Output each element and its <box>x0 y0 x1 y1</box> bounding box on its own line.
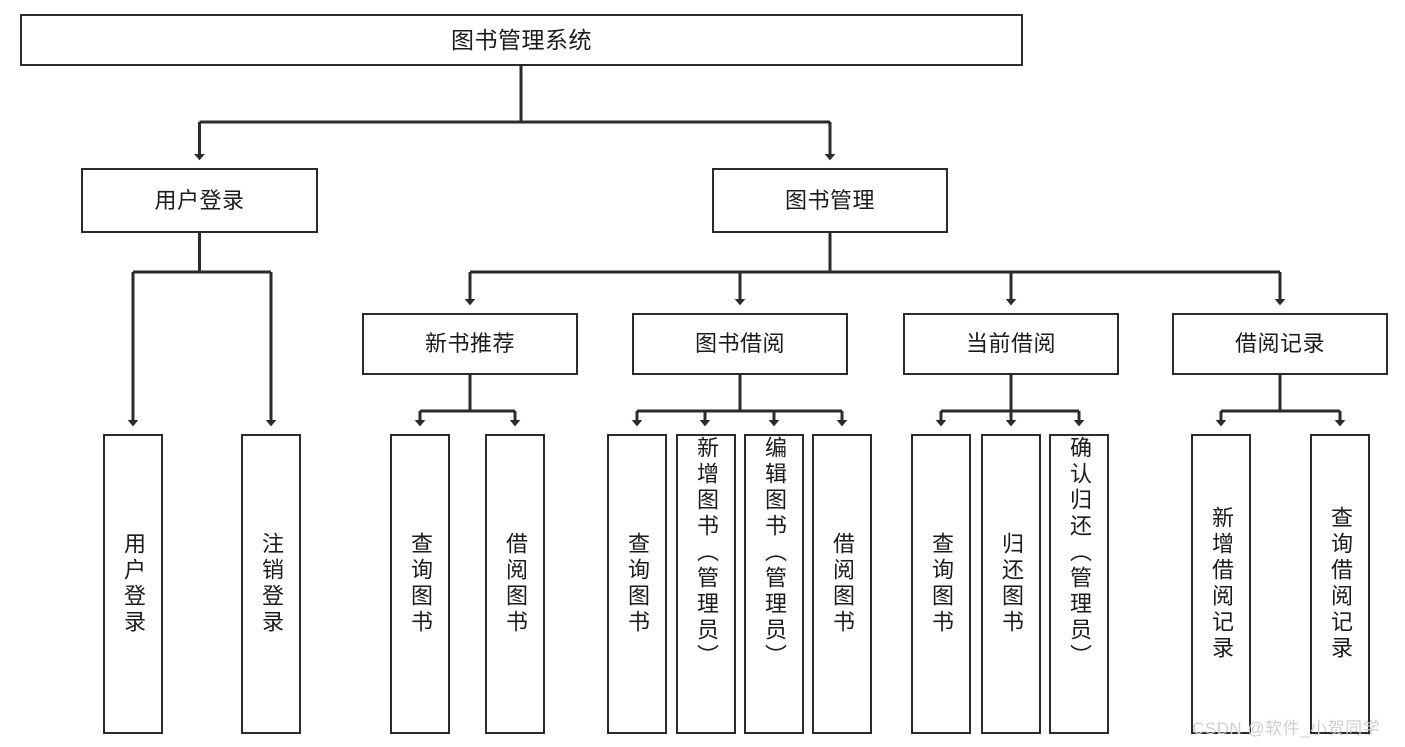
leaf-user-login-login[interactable]: 用户登录 <box>103 434 163 734</box>
leaf-current-borrow-query-book[interactable]: 查询图书 <box>911 434 971 734</box>
node-label: 新增图书（管理员） <box>694 436 719 670</box>
node-label: 借阅记录 <box>1234 331 1325 357</box>
node-label: 当前借阅 <box>965 331 1056 357</box>
node-current-borrow[interactable]: 当前借阅 <box>903 313 1119 375</box>
leaf-new-book-query-book[interactable]: 查询图书 <box>390 434 450 734</box>
node-label: 用户登录 <box>121 532 146 636</box>
node-user-login[interactable]: 用户登录 <box>81 168 318 233</box>
node-label: 查询图书 <box>929 532 954 636</box>
leaf-new-book-borrow-book[interactable]: 借阅图书 <box>485 434 545 734</box>
leaf-user-login-logout[interactable]: 注销登录 <box>241 434 301 734</box>
node-label: 查询图书 <box>625 532 650 636</box>
node-label: 图书管理系统 <box>451 26 592 53</box>
node-label: 确认归还（管理员） <box>1067 436 1092 670</box>
node-label: 归还图书 <box>999 532 1024 636</box>
node-label: 查询借阅记录 <box>1328 506 1353 662</box>
node-label: 图书管理 <box>784 187 875 213</box>
node-book-borrow[interactable]: 图书借阅 <box>632 313 848 375</box>
leaf-book-borrow-borrow-book[interactable]: 借阅图书 <box>812 434 872 734</box>
node-book-management[interactable]: 图书管理 <box>712 168 948 233</box>
leaf-book-borrow-query-book[interactable]: 查询图书 <box>607 434 667 734</box>
node-label: 编辑图书（管理员） <box>762 436 787 670</box>
node-label: 借阅图书 <box>830 532 855 636</box>
leaf-book-borrow-edit-book-admin[interactable]: 编辑图书（管理员） <box>744 434 804 734</box>
leaf-current-borrow-return-book[interactable]: 归还图书 <box>981 434 1041 734</box>
node-label: 查询图书 <box>408 532 433 636</box>
node-root-system[interactable]: 图书管理系统 <box>20 14 1023 66</box>
node-label: 注销登录 <box>259 532 284 636</box>
node-label: 用户登录 <box>154 187 245 213</box>
node-label: 新书推荐 <box>424 331 515 357</box>
node-label: 新增借阅记录 <box>1209 506 1234 662</box>
leaf-book-borrow-add-book-admin[interactable]: 新增图书（管理员） <box>676 434 736 734</box>
node-new-book-recommend[interactable]: 新书推荐 <box>362 313 578 375</box>
leaf-borrow-record-add-record[interactable]: 新增借阅记录 <box>1191 434 1251 734</box>
leaf-borrow-record-query-record[interactable]: 查询借阅记录 <box>1310 434 1370 734</box>
node-label: 图书借阅 <box>694 331 785 357</box>
leaf-current-borrow-confirm-return-admin[interactable]: 确认归还（管理员） <box>1049 434 1109 734</box>
node-borrow-record[interactable]: 借阅记录 <box>1172 313 1388 375</box>
node-label: 借阅图书 <box>503 532 528 636</box>
